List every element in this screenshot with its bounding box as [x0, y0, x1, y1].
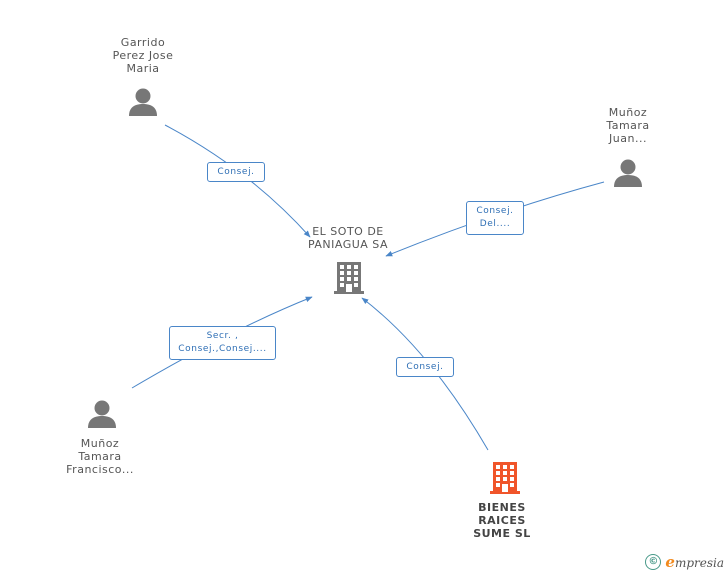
node-label-line: RAICES: [478, 514, 526, 527]
node-label-line: Maria: [126, 62, 160, 75]
node-label-line: Garrido: [120, 36, 166, 49]
node-label-line: Muñoz: [80, 437, 120, 450]
edge-label-line: Consej.: [406, 362, 444, 372]
person-icon[interactable]: [614, 159, 642, 188]
empresia-logo[interactable]: empresia: [665, 553, 724, 571]
node-label-line: Perez Jose: [112, 49, 174, 62]
node-label-line: Tamara: [78, 450, 122, 463]
building-icon[interactable]: [334, 262, 364, 294]
footer-brand: © empresia: [645, 553, 724, 571]
node-garrido-perez-jose-maria[interactable]: Garrido Perez Jose Maria: [95, 36, 191, 75]
edge-label-tamara-francisco[interactable]: Secr. , Consej.,Consej....: [169, 326, 276, 360]
node-label-line: Muñoz: [608, 106, 648, 119]
person-icon[interactable]: [88, 400, 116, 429]
brand-rest: mpresia: [674, 556, 724, 570]
edge-label-line: Del....: [479, 219, 511, 229]
edge-label-tamara-juan[interactable]: Consej. Del....: [466, 201, 524, 235]
node-el-soto-de-paniagua[interactable]: EL SOTO DE PANIAGUA SA: [296, 225, 400, 251]
node-label-line: PANIAGUA SA: [307, 238, 389, 251]
brand-initial: e: [665, 553, 675, 571]
node-label-line: Francisco...: [66, 463, 134, 476]
edge-label-line: Consej.: [217, 167, 255, 177]
edge-label-line: Consej.: [476, 206, 514, 216]
person-icon[interactable]: [129, 88, 157, 117]
node-munoz-tamara-francisco[interactable]: Muñoz Tamara Francisco...: [52, 437, 148, 476]
node-munoz-tamara-juan[interactable]: Muñoz Tamara Juan...: [588, 106, 668, 145]
node-bienes-raices-sume[interactable]: BIENES RAICES SUME SL: [462, 501, 542, 540]
edge-label-line: Secr. ,: [206, 331, 239, 341]
node-label-line: BIENES: [478, 501, 526, 514]
edge-label-bienes[interactable]: Consej.: [396, 357, 454, 377]
node-label-line: Tamara: [606, 119, 650, 132]
edge-label-garrido[interactable]: Consej.: [207, 162, 265, 182]
copyright-icon: ©: [645, 554, 662, 570]
node-label-line: SUME SL: [473, 527, 531, 540]
edge-label-line: Consej.,Consej....: [178, 344, 267, 354]
node-label-line: Juan...: [609, 132, 647, 145]
building-icon[interactable]: [490, 462, 520, 494]
node-label-line: EL SOTO DE: [312, 225, 384, 238]
